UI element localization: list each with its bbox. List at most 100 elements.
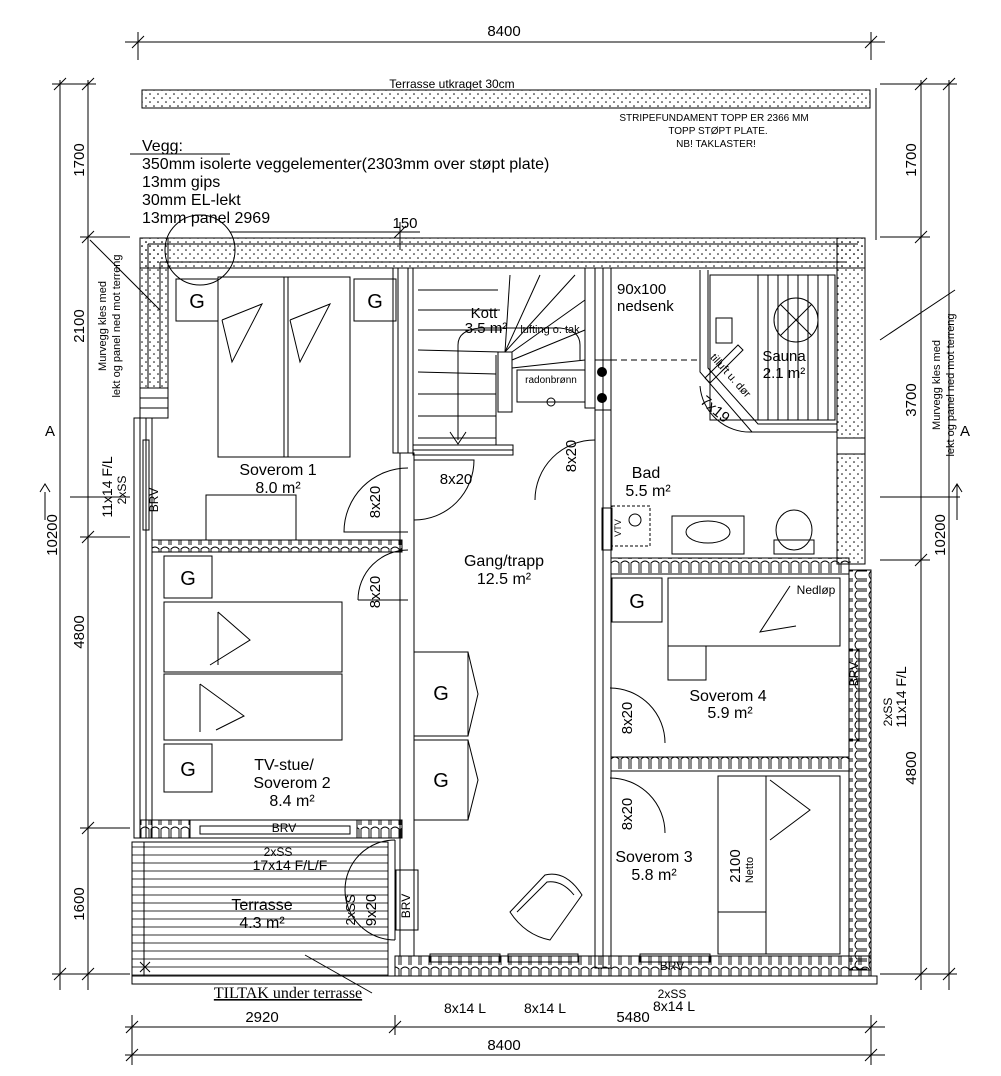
dim-left-4800: 4800 xyxy=(71,615,88,648)
terrace-strip xyxy=(141,89,871,109)
radon-well xyxy=(516,369,586,403)
dim-right-1700: 1700 xyxy=(903,143,920,176)
height-2100: 2100 xyxy=(727,849,744,882)
door-label-2: 8x20 xyxy=(367,576,384,609)
window-left-label: 11x14 F/L xyxy=(99,456,115,517)
dim-left-total: 10200 xyxy=(44,514,61,556)
lufting-label: lufting o. tak xyxy=(520,324,580,336)
wardrobe-g-1: G xyxy=(189,291,205,313)
window-terrace-ss: 2xSS xyxy=(264,845,293,859)
tv-name-2: Soverom 2 xyxy=(253,775,330,792)
section-markers xyxy=(39,483,963,520)
dim-bottom-left: 2920 xyxy=(245,1009,278,1026)
wall-note-1: 350mm isolerte veggelementer(2303mm over… xyxy=(142,156,549,173)
note-foundation-1: STRIPEFUNDAMENT TOPP ER 2366 MM xyxy=(619,113,808,124)
note-foundation-3: NB! TAKLASTER! xyxy=(676,139,756,150)
dim-left-2100: 2100 xyxy=(71,309,88,342)
section-mark-left: A xyxy=(45,423,55,440)
wardrobe-corridor-1 xyxy=(413,651,469,737)
brv-right: BRV xyxy=(847,662,861,686)
dim-right-4800: 4800 xyxy=(903,751,920,784)
nedlop-label: Nedløp xyxy=(797,583,836,597)
kott-name: Kott xyxy=(471,305,499,322)
door-label-5: 8x20 xyxy=(619,702,636,735)
sauna-area: 2.1 m² xyxy=(763,365,806,382)
soverom1-area: 8.0 m² xyxy=(255,480,301,497)
window-left-ss: 2xSS xyxy=(115,476,129,505)
brv-terrace: BRV xyxy=(399,894,413,918)
wardrobe-g-5: G xyxy=(629,591,645,613)
wall-note-left-1: Murvegg kles med xyxy=(97,281,109,371)
vtv-label: VTV xyxy=(613,519,623,537)
section-mark-right: A xyxy=(960,423,970,440)
soverom4-name: Soverom 4 xyxy=(689,688,766,705)
wall-note-2: 13mm gips xyxy=(142,174,220,191)
door-label-4: 8x20 xyxy=(563,440,580,473)
brv-bottom-right: BRV xyxy=(660,959,684,973)
door-label-3: 8x20 xyxy=(440,471,473,488)
door-label-8-ss: 2xSS xyxy=(343,894,358,925)
window-terrace-label: 17x14 F/L/F xyxy=(253,857,328,873)
door-label-6: 8x20 xyxy=(619,798,636,831)
soverom3-area: 5.8 m² xyxy=(631,867,677,884)
terrasse-name: Terrasse xyxy=(231,897,292,914)
note-tiltak: TILTAK under terrasse xyxy=(214,985,362,1002)
windows xyxy=(142,439,860,963)
dim-left-1700: 1700 xyxy=(71,143,88,176)
wardrobe-g-4: G xyxy=(180,759,196,781)
soverom1-name: Soverom 1 xyxy=(239,462,316,479)
dim-right-3700: 3700 xyxy=(903,383,920,416)
nedsenk-1: 90x100 xyxy=(617,281,666,298)
door-label-8: 9x20 xyxy=(363,894,380,927)
window-bottom-3-ss: 2xSS xyxy=(658,987,687,1001)
wall-note-title: Vegg: xyxy=(142,138,183,155)
dim-150: 150 xyxy=(392,215,417,232)
furniture-beds xyxy=(163,276,841,955)
nedsenk-2: nedsenk xyxy=(617,298,674,315)
radon-label: radonbrønn xyxy=(525,375,577,386)
sauna-name: Sauna xyxy=(762,348,806,365)
wardrobe-g-3: G xyxy=(180,568,196,590)
brv-left: BRV xyxy=(147,488,161,512)
bath-fixtures xyxy=(601,505,815,555)
door-label-1: 8x20 xyxy=(367,486,384,519)
wall-note-3: 30mm EL-lekt xyxy=(142,192,241,209)
window-right-ss: 2xSS xyxy=(881,698,895,727)
note-foundation-2: TOPP STØPT PLATE. xyxy=(668,126,767,137)
dim-right-total: 10200 xyxy=(932,514,949,556)
door-label-7: 7x19 xyxy=(697,393,733,427)
wardrobe-corridor-2 xyxy=(413,739,469,821)
window-right-label: 11x14 F/L xyxy=(893,666,909,727)
wall-note-4: 13mm panel 2969 xyxy=(142,210,270,227)
wardrobe-g-7: G xyxy=(433,770,449,792)
bad-area: 5.5 m² xyxy=(625,483,671,500)
wall-note-right-1: Murvegg kles med xyxy=(931,340,943,430)
dimension-lines xyxy=(52,32,957,1065)
window-bottom-3: 8x14 L xyxy=(653,998,695,1014)
dim-bottom-total: 8400 xyxy=(487,1037,520,1054)
brv-bottom-left: BRV xyxy=(272,821,296,835)
gang-name: Gang/trapp xyxy=(464,553,544,570)
dim-bottom-right: 5480 xyxy=(616,1009,649,1026)
chair xyxy=(509,873,583,941)
gang-area: 12.5 m² xyxy=(477,571,532,588)
staircase xyxy=(417,274,586,445)
wardrobe-g-6: G xyxy=(433,683,449,705)
soverom4-area: 5.9 m² xyxy=(707,705,753,722)
dim-left-1600: 1600 xyxy=(71,887,88,920)
wardrobe-g-2: G xyxy=(367,291,383,313)
tv-area: 8.4 m² xyxy=(269,793,315,810)
wall-note-left-2: lekt og panel ned mot terreng xyxy=(111,254,123,397)
window-bottom-1: 8x14 L xyxy=(444,1000,486,1016)
sauna-fixtures xyxy=(704,274,836,421)
window-bottom-2: 8x14 L xyxy=(524,1000,566,1016)
note-terrace-top: Terrasse utkraget 30cm xyxy=(389,77,514,91)
terrasse-area: 4.3 m² xyxy=(239,915,285,932)
exterior-walls xyxy=(131,237,878,985)
bad-name: Bad xyxy=(632,465,660,482)
soverom3-name: Soverom 3 xyxy=(615,849,692,866)
kott-area: 3.5 m² xyxy=(465,320,508,337)
tv-name-1: TV-stue/ xyxy=(254,757,314,774)
dim-top-total: 8400 xyxy=(487,23,520,40)
